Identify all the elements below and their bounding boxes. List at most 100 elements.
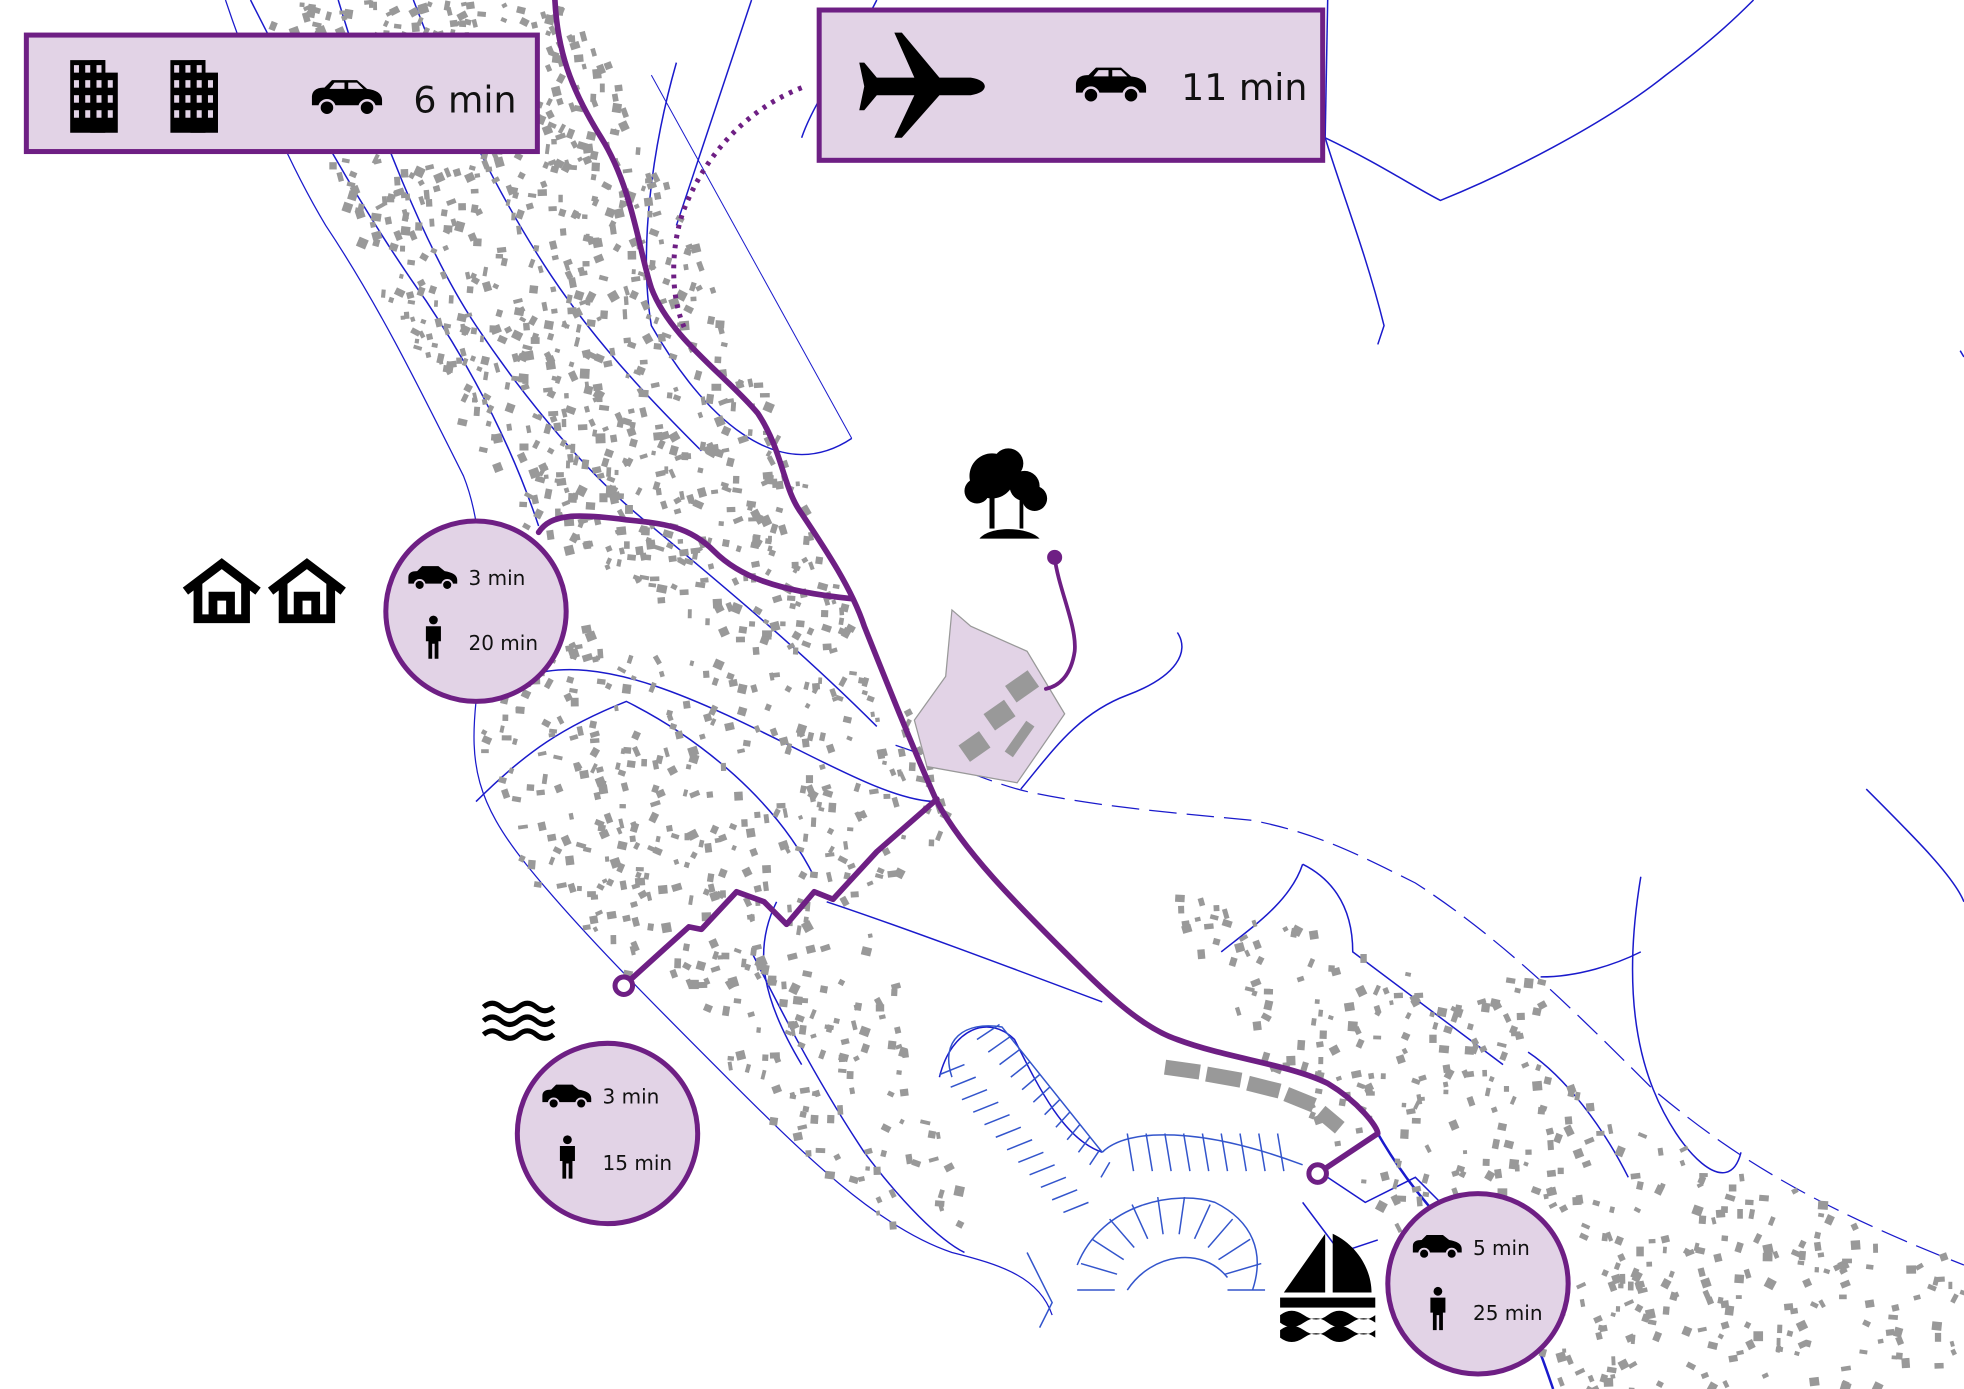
beach-point[interactable] xyxy=(612,974,636,997)
beach-circle[interactable]: 3 min 15 min xyxy=(514,1040,701,1227)
building xyxy=(543,474,549,480)
building xyxy=(1892,1326,1904,1338)
building xyxy=(1411,1077,1421,1085)
building xyxy=(1297,1039,1306,1051)
building xyxy=(564,264,571,271)
building xyxy=(503,325,513,334)
building xyxy=(705,393,715,405)
building xyxy=(599,83,605,93)
building xyxy=(787,904,792,913)
building xyxy=(585,501,596,511)
building xyxy=(732,475,740,484)
building xyxy=(443,325,451,336)
building xyxy=(763,813,770,824)
building xyxy=(553,783,564,794)
building xyxy=(685,978,694,989)
building xyxy=(1252,939,1262,950)
building xyxy=(584,381,589,387)
buildings-icon xyxy=(70,60,218,133)
building xyxy=(798,870,808,880)
building xyxy=(1443,1025,1453,1035)
building xyxy=(506,423,513,431)
building xyxy=(751,560,761,568)
pier-slip xyxy=(976,1023,1000,1041)
building xyxy=(563,544,575,556)
building xyxy=(1734,1241,1744,1254)
building xyxy=(853,782,861,793)
building xyxy=(1436,1006,1448,1018)
building xyxy=(828,647,838,654)
building xyxy=(627,554,637,561)
building xyxy=(1405,1108,1416,1115)
building xyxy=(519,443,529,451)
building xyxy=(592,383,603,392)
building xyxy=(640,299,651,311)
building xyxy=(589,746,601,758)
building xyxy=(1685,1361,1697,1371)
building xyxy=(1655,1380,1664,1388)
building xyxy=(1615,1306,1621,1312)
building xyxy=(609,347,616,357)
building xyxy=(567,370,579,382)
residential-circle[interactable]: 3 min 20 min xyxy=(383,518,569,704)
building xyxy=(1623,1299,1635,1307)
building xyxy=(1585,1102,1595,1112)
building xyxy=(865,1166,871,1171)
building xyxy=(528,258,536,269)
park-point[interactable] xyxy=(1047,549,1063,565)
building xyxy=(522,344,533,351)
building xyxy=(492,282,500,290)
building xyxy=(699,733,706,740)
building xyxy=(825,1024,834,1033)
building xyxy=(655,487,662,496)
building xyxy=(889,1221,897,1230)
building xyxy=(1462,1150,1468,1155)
building xyxy=(567,453,574,463)
building xyxy=(702,888,711,896)
pier-slip xyxy=(1018,1151,1044,1163)
building xyxy=(1927,1283,1937,1292)
building xyxy=(751,943,762,951)
building xyxy=(737,683,748,695)
building xyxy=(418,195,426,206)
marina-circle[interactable]: 5 min 25 min xyxy=(1385,1191,1571,1377)
building xyxy=(1735,1295,1742,1299)
building xyxy=(1790,1248,1802,1258)
building xyxy=(1490,1106,1498,1114)
building xyxy=(681,452,689,461)
building xyxy=(458,203,466,211)
building xyxy=(1374,1009,1382,1017)
building xyxy=(511,352,520,363)
building xyxy=(584,353,592,361)
building xyxy=(733,998,742,1004)
building xyxy=(1450,1011,1460,1023)
building xyxy=(589,738,600,744)
building xyxy=(553,422,562,432)
building xyxy=(1717,1333,1725,1340)
building xyxy=(512,297,523,304)
building xyxy=(626,654,634,665)
building xyxy=(1777,1324,1783,1334)
window xyxy=(185,110,191,118)
airport-panel[interactable]: 11 min xyxy=(816,7,1326,163)
building xyxy=(1548,1201,1558,1209)
building xyxy=(1753,1232,1763,1244)
building xyxy=(1914,1262,1924,1271)
city-panel[interactable]: 6 min xyxy=(23,32,540,155)
building xyxy=(1308,1111,1316,1120)
building xyxy=(1499,1051,1508,1061)
building xyxy=(645,313,652,320)
marina-point[interactable] xyxy=(1306,1162,1329,1185)
pier-slip xyxy=(1126,1133,1135,1172)
building xyxy=(854,1002,863,1012)
building xyxy=(1696,1182,1704,1189)
building xyxy=(616,417,625,429)
building xyxy=(1197,897,1206,907)
pier-slip xyxy=(1258,1133,1266,1172)
building xyxy=(1466,1023,1474,1031)
building xyxy=(650,382,660,389)
window xyxy=(185,80,191,88)
building xyxy=(849,1087,856,1095)
building xyxy=(461,357,469,367)
building xyxy=(565,460,571,469)
